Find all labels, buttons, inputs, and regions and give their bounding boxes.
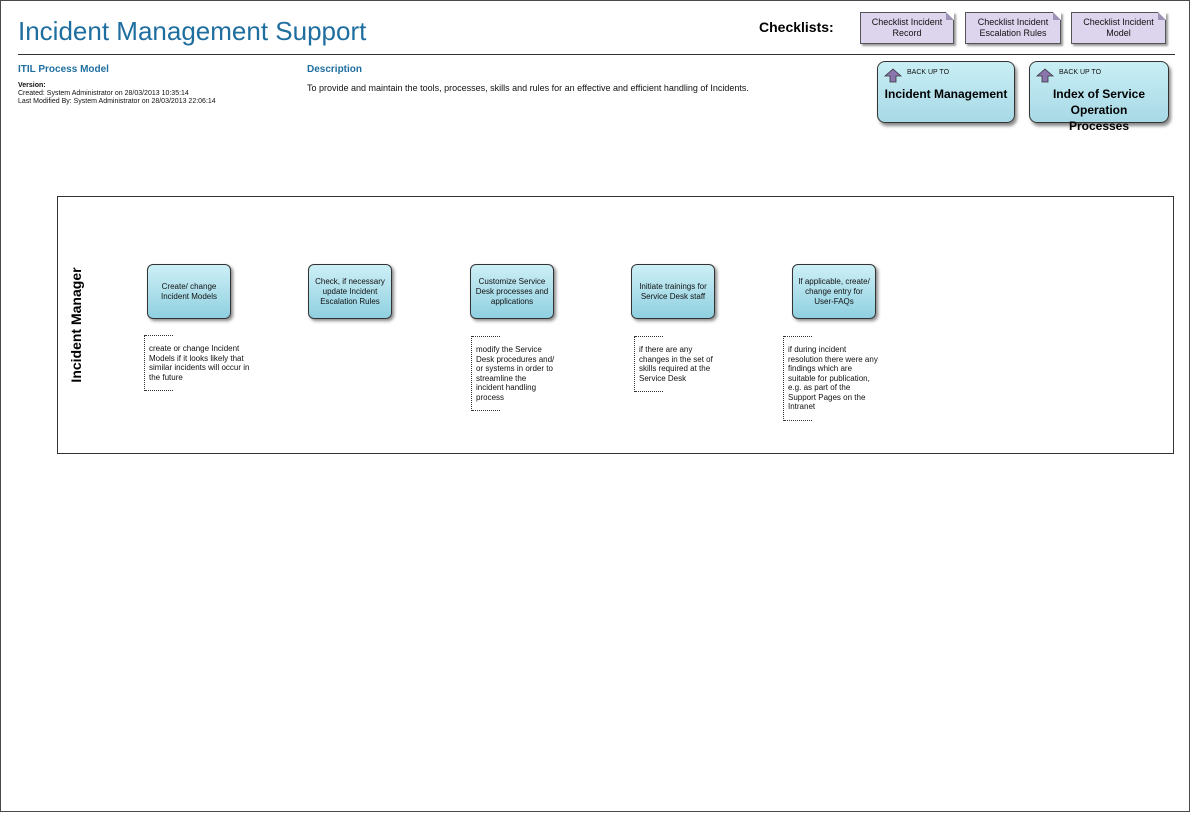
checklists-label: Checklists: <box>759 19 834 35</box>
annotation-note: if during incident resolution there were… <box>783 336 878 421</box>
back-to-incident-management-button[interactable]: BACK UP TO Incident Management <box>877 61 1015 123</box>
up-arrow-icon <box>1036 68 1054 83</box>
task-customize-service-desk[interactable]: Customize Service Desk processes and app… <box>470 264 554 319</box>
checklist-incident-escalation-rules[interactable]: Checklist Incident Escalation Rules <box>965 12 1061 44</box>
model-label: ITIL Process Model <box>18 64 109 75</box>
created-info: Created: System Administrator on 28/03/2… <box>18 90 189 97</box>
swimlane <box>57 196 1174 454</box>
back-to-index-button[interactable]: BACK UP TO Index of Service Operation Pr… <box>1029 61 1169 133</box>
task-user-faqs[interactable]: If applicable, create/ change entry for … <box>792 264 876 319</box>
checklist-incident-record[interactable]: Checklist Incident Record <box>860 12 954 44</box>
back-target-title: Index of Service Operation Processes <box>1052 87 1146 133</box>
annotation-note: modify the Service Desk procedures and/ … <box>471 336 556 411</box>
task-update-escalation-rules[interactable]: Check, if necessary update Incident Esca… <box>308 264 392 319</box>
annotation-note: create or change Incident Models if it l… <box>144 335 253 391</box>
task-create-change-incident-models[interactable]: Create/ change Incident Models <box>147 264 231 319</box>
checklist-incident-model[interactable]: Checklist Incident Model <box>1071 12 1166 44</box>
version-label: Version: <box>18 82 46 89</box>
annotation-note: if there are any changes in the set of s… <box>634 336 723 392</box>
modified-info: Last Modified By: System Administrator o… <box>18 98 216 105</box>
description-label: Description <box>307 64 363 75</box>
back-up-label: BACK UP TO <box>1059 69 1102 76</box>
title-divider <box>18 54 1175 55</box>
back-target-title: Incident Management <box>884 87 1008 101</box>
lane-role-label: Incident Manager <box>68 267 84 383</box>
back-up-label: BACK UP TO <box>907 69 950 76</box>
description-text: To provide and maintain the tools, proce… <box>307 83 749 93</box>
page-title: Incident Management Support <box>18 16 367 46</box>
up-arrow-icon <box>884 68 902 83</box>
task-initiate-trainings[interactable]: Initiate trainings for Service Desk staf… <box>631 264 715 319</box>
